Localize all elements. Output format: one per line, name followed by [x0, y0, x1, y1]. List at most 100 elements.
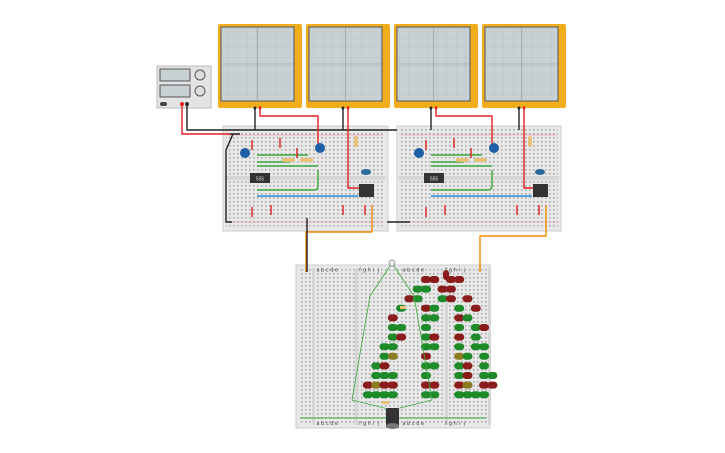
- led-green[interactable]: [479, 362, 490, 370]
- wire-green[interactable]: [431, 170, 493, 191]
- wire-rail-link[interactable]: [230, 129, 397, 135]
- resistor[interactable]: [528, 136, 532, 147]
- led-green[interactable]: [412, 285, 423, 293]
- led-red[interactable]: [462, 372, 473, 379]
- led-green[interactable]: [387, 324, 398, 331]
- led-red[interactable]: [462, 362, 473, 370]
- voltage-regulator[interactable]: [533, 184, 548, 197]
- led-red[interactable]: [379, 362, 390, 370]
- led-red[interactable]: [429, 276, 440, 283]
- led-red[interactable]: [421, 304, 431, 312]
- led-green[interactable]: [479, 343, 490, 351]
- led-green[interactable]: [479, 372, 490, 379]
- led-top[interactable]: [388, 259, 396, 267]
- led-red[interactable]: [421, 352, 431, 360]
- led-yellow[interactable]: [462, 381, 473, 389]
- led-green[interactable]: [412, 295, 423, 303]
- led-green[interactable]: [470, 343, 481, 351]
- resistor[interactable]: [400, 306, 406, 309]
- led-red[interactable]: [487, 381, 498, 389]
- ceramic-capacitor[interactable]: [414, 148, 424, 158]
- led-red[interactable]: [396, 333, 407, 341]
- led-green[interactable]: [387, 391, 398, 399]
- ceramic-capacitor[interactable]: [489, 143, 499, 153]
- led-red[interactable]: [445, 295, 456, 303]
- wire-scope2-pos[interactable]: [347, 108, 360, 189]
- current-knob[interactable]: [194, 85, 206, 97]
- led-green[interactable]: [429, 304, 440, 312]
- led-green[interactable]: [379, 343, 390, 351]
- led-red[interactable]: [462, 295, 473, 303]
- led-green[interactable]: [462, 352, 473, 360]
- led-green[interactable]: [462, 391, 473, 399]
- led-yellow[interactable]: [387, 352, 398, 360]
- led-green[interactable]: [421, 324, 431, 331]
- led-green[interactable]: [454, 343, 465, 351]
- led-green[interactable]: [379, 352, 390, 360]
- led-red[interactable]: [429, 381, 440, 389]
- led-red[interactable]: [479, 324, 490, 331]
- led-green[interactable]: [470, 391, 481, 399]
- led-yellow[interactable]: [371, 381, 382, 389]
- led-green[interactable]: [371, 391, 382, 399]
- led-green[interactable]: [421, 391, 431, 399]
- led-red[interactable]: [470, 304, 481, 312]
- led-red[interactable]: [362, 381, 373, 389]
- led-red[interactable]: [454, 314, 465, 322]
- timer-555-chip[interactable]: [424, 173, 444, 183]
- led-green[interactable]: [371, 372, 382, 379]
- wire-green[interactable]: [257, 170, 319, 191]
- ceramic-capacitor[interactable]: [240, 148, 250, 158]
- led-red[interactable]: [387, 314, 398, 322]
- led-red[interactable]: [437, 285, 448, 293]
- power-switch[interactable]: [160, 102, 167, 106]
- led-green[interactable]: [421, 343, 431, 351]
- led-green[interactable]: [387, 372, 398, 379]
- led-yellow[interactable]: [454, 352, 465, 360]
- led-green[interactable]: [429, 343, 440, 351]
- led-red[interactable]: [454, 381, 465, 389]
- led-red[interactable]: [443, 270, 449, 280]
- resistor[interactable]: [300, 158, 313, 162]
- led-green[interactable]: [387, 343, 398, 351]
- led-red[interactable]: [421, 276, 431, 283]
- led-green[interactable]: [429, 391, 440, 399]
- ceramic-capacitor[interactable]: [315, 143, 325, 153]
- wire-ground-left[interactable]: [225, 133, 234, 223]
- led-red[interactable]: [387, 381, 398, 389]
- led-green[interactable]: [379, 372, 390, 379]
- resistor[interactable]: [474, 158, 487, 162]
- led-green[interactable]: [454, 391, 465, 399]
- led-green[interactable]: [421, 372, 431, 379]
- led-green[interactable]: [454, 362, 465, 370]
- led-green[interactable]: [462, 314, 473, 322]
- led-green[interactable]: [371, 362, 382, 370]
- led-green[interactable]: [421, 333, 431, 341]
- led-green[interactable]: [387, 333, 398, 341]
- led-green[interactable]: [479, 352, 490, 360]
- led-green[interactable]: [421, 314, 431, 322]
- led-red[interactable]: [454, 333, 465, 341]
- ceramic-capacitor[interactable]: [535, 169, 545, 175]
- led-green[interactable]: [470, 324, 481, 331]
- resistor[interactable]: [382, 401, 389, 404]
- wire-supply-negative[interactable]: [186, 104, 236, 131]
- wire-scope3-pos[interactable]: [435, 108, 493, 150]
- led-green[interactable]: [437, 295, 448, 303]
- wire-supply-positive[interactable]: [181, 104, 230, 135]
- led-red[interactable]: [379, 381, 390, 389]
- ceramic-capacitor[interactable]: [361, 169, 371, 175]
- voltage-knob[interactable]: [194, 69, 206, 81]
- wire-orange-right[interactable]: [479, 205, 547, 272]
- led-green[interactable]: [454, 372, 465, 379]
- led-green[interactable]: [429, 314, 440, 322]
- resistor[interactable]: [354, 136, 358, 147]
- led-green[interactable]: [429, 362, 440, 370]
- led-green[interactable]: [487, 372, 498, 379]
- timer-555-chip[interactable]: [250, 173, 270, 183]
- resistor[interactable]: [282, 158, 295, 162]
- resistor[interactable]: [456, 158, 469, 162]
- voltage-regulator[interactable]: [359, 184, 374, 197]
- led-red[interactable]: [404, 295, 415, 303]
